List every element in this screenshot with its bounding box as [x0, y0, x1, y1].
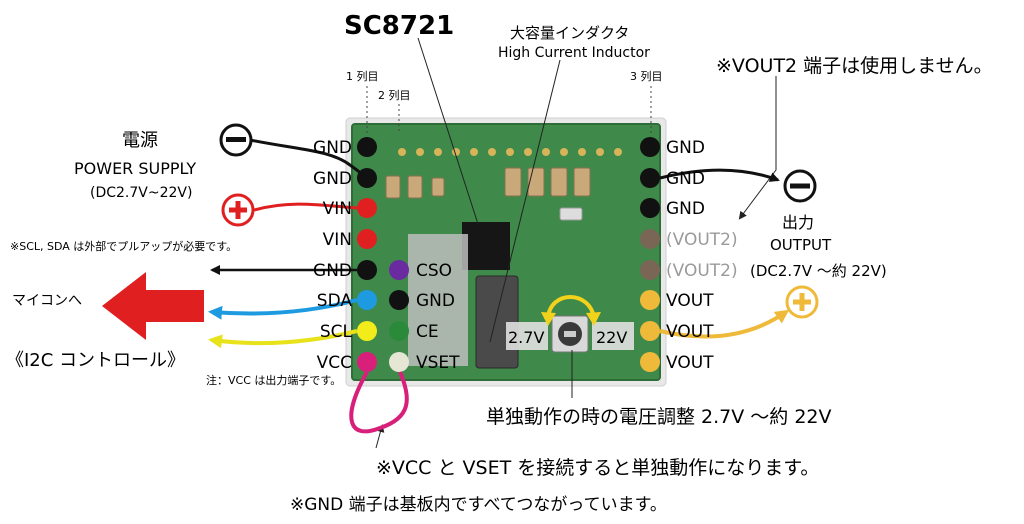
output-range: (DC2.7V ～約 22V)	[750, 262, 887, 280]
pin-label: SCL	[320, 322, 353, 342]
capacitors	[385, 167, 591, 221]
left-pin-labels: GND GND VIN VIN GND SDA SCL VCC	[313, 138, 353, 373]
pin-label: CSO	[416, 261, 452, 281]
vcc-note: 注：VCC は出力端子です。	[206, 373, 341, 387]
pin-label: GND	[666, 138, 705, 158]
chip-callout-line	[417, 37, 479, 225]
pot-max-label: 22V	[596, 328, 627, 347]
top-pads	[398, 148, 622, 156]
pin-label: VOUT	[666, 322, 714, 342]
gnd-note: ※GND 端子は基板内ですべてつながっています。	[290, 495, 667, 515]
pin-label: VIN	[323, 230, 352, 250]
output-label-jp: 出力	[782, 213, 814, 232]
vcc-vset-loop	[349, 371, 409, 434]
adjust-caption: 単独動作の時の電圧調整 2.7V ～約 22V	[486, 406, 832, 428]
pcb-board	[345, 117, 667, 387]
col1-label: 1 列目	[346, 69, 379, 83]
power-range: (DC2.7V~22V)	[90, 185, 192, 201]
pin-label: VSET	[416, 353, 460, 373]
pin-label: GND	[416, 291, 455, 311]
power-vin-wire	[253, 202, 358, 212]
inductor-label-en: High Current Inductor	[498, 45, 650, 61]
inductor-callout-line	[489, 59, 561, 343]
pin-label: VIN	[323, 199, 352, 219]
pin-label: GND	[666, 169, 705, 189]
mcu-arrow-icon	[102, 272, 204, 340]
mid-pin-column	[389, 260, 409, 372]
pin-label: CE	[416, 322, 439, 342]
pot-adjust-arrow	[546, 295, 596, 319]
power-label-en: POWER SUPPLY	[74, 159, 196, 178]
vout2-note: ※VOUT2 端子は使用しません。	[716, 55, 993, 77]
mcu-label: マイコンへ	[12, 293, 82, 309]
col2-label: 2 列目	[378, 88, 411, 102]
pin-label: GND	[313, 261, 352, 281]
mid-pin-labels: CSO GND CE VSET	[416, 261, 460, 373]
left-pin-column	[357, 137, 377, 372]
sda-wire	[208, 298, 358, 320]
output-gnd-wire	[659, 168, 780, 182]
pin-label: SDA	[317, 291, 353, 311]
col3-label: 3 列目	[630, 69, 663, 83]
power-gnd-wire	[249, 138, 368, 180]
output-label-en: OUTPUT	[770, 236, 832, 254]
standalone-note: ※VCC と VSET を接続すると単独動作になります。	[376, 457, 819, 479]
vout2-callout-line	[738, 76, 777, 220]
pin-label: VOUT	[666, 353, 714, 373]
output-vout-wire	[659, 309, 790, 339]
pin-label: (VOUT2)	[666, 261, 738, 281]
chip-name: SC8721	[344, 11, 454, 41]
power-label-jp: 電源	[122, 130, 158, 151]
i2c-label: 《I2C コントロール》	[6, 350, 185, 371]
pin-label: GND	[313, 169, 352, 189]
right-pin-labels: GND GND GND (VOUT2) (VOUT2) VOUT VOUT VO…	[666, 138, 738, 373]
sc8721-chip	[462, 222, 510, 270]
pin-label: GND	[313, 138, 352, 158]
pin-label: VOUT	[666, 291, 714, 311]
column-markers	[366, 86, 652, 134]
right-pin-column	[640, 137, 660, 372]
pullup-note: ※SCL, SDA は外部でプルアップが必要です。	[10, 239, 237, 253]
pot-min-label: 2.7V	[508, 328, 544, 347]
trimmer-pot	[551, 315, 589, 353]
scl-wire	[208, 329, 358, 349]
pin-label: (VOUT2)	[666, 230, 738, 250]
pin-label: VCC	[317, 353, 352, 373]
pin-label: GND	[666, 199, 705, 219]
inductor-label-jp: 大容量インダクタ	[510, 24, 629, 42]
